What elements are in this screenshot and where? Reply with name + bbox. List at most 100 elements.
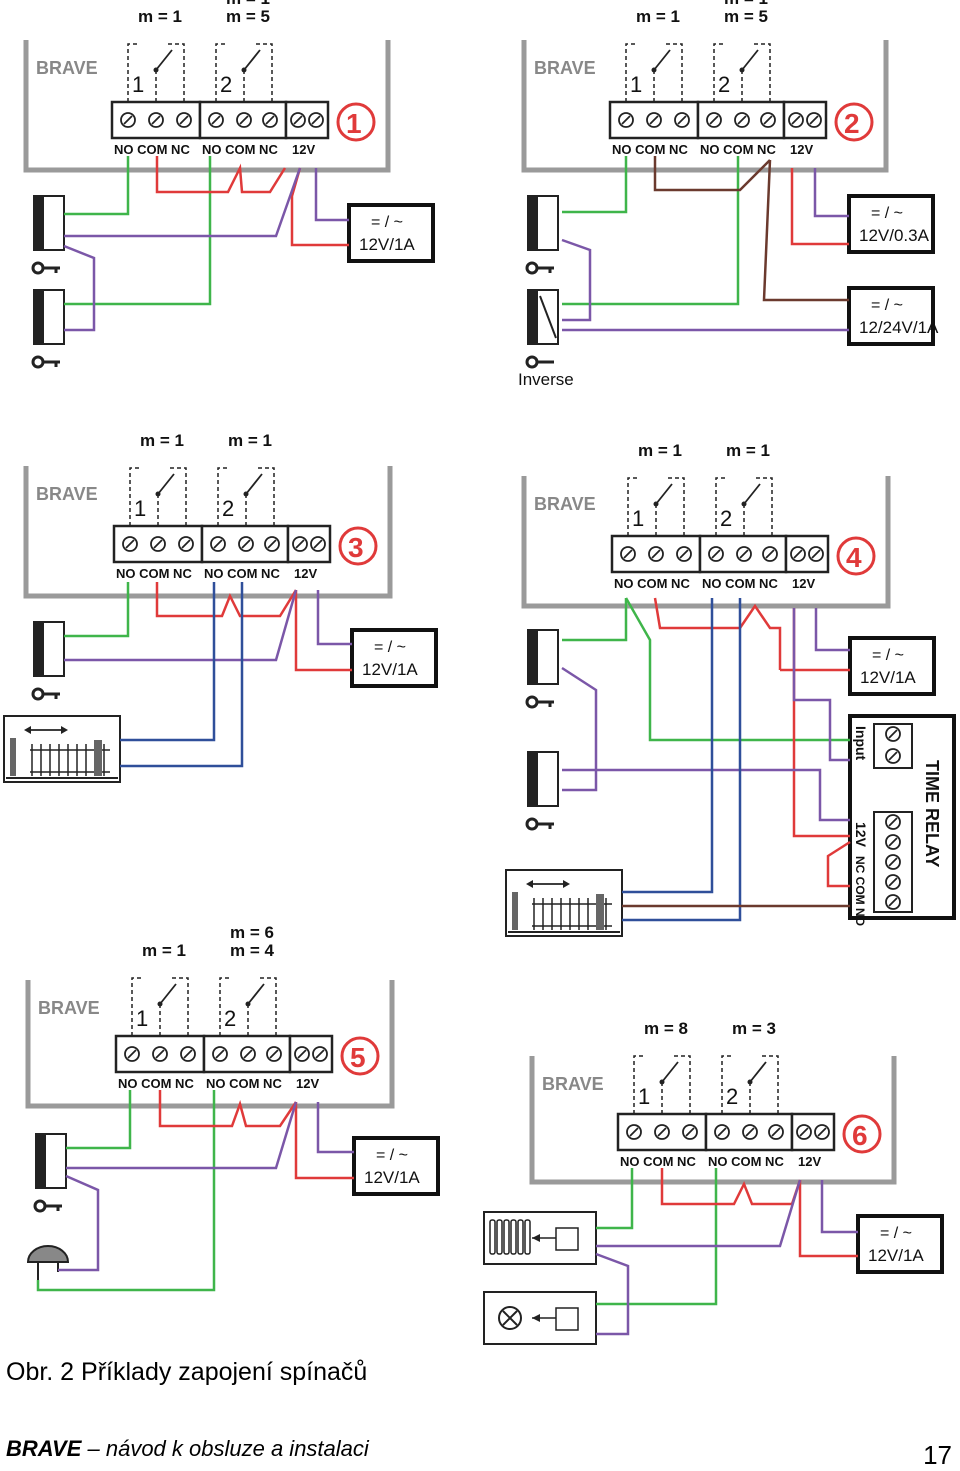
- relay2-mode-label: m = 6: [230, 923, 274, 942]
- wire-purple: [66, 1101, 298, 1170]
- enclosure: [25, 980, 395, 1109]
- doorbell-button: [31, 621, 65, 701]
- brand-label: BRAVE: [38, 998, 100, 1018]
- wire-purple: [562, 768, 850, 822]
- key-icon: [525, 695, 539, 709]
- relay-contact: [661, 1061, 679, 1083]
- relay-contact: [159, 983, 177, 1005]
- inverse-label: Inverse: [518, 370, 574, 389]
- supply-rating-label: 12V/1A: [364, 1168, 420, 1187]
- wire-red: [826, 840, 851, 888]
- relay-contact: [655, 483, 673, 505]
- relay-contact: [157, 473, 175, 495]
- diagram-number: 4: [846, 542, 862, 573]
- relay1-terminal-labels: NO COM NC: [614, 576, 690, 591]
- supply-rating-label: 12V/1A: [868, 1246, 924, 1265]
- doorbell-button-1: [31, 195, 65, 275]
- wire-purple: [63, 244, 96, 332]
- relay2-number: 2: [718, 72, 730, 97]
- wire-green: [66, 1090, 132, 1150]
- relay-contact: [245, 473, 263, 495]
- footer-text: – návod k obsluze a instalaci: [81, 1436, 369, 1461]
- relay2-mode-label: m = 1: [228, 431, 272, 450]
- diagram-number-badge: [834, 102, 874, 142]
- wire-purple: [595, 1252, 630, 1336]
- wire-red: [158, 1090, 298, 1128]
- diagram-number-badge: [336, 102, 376, 142]
- power-supply-12v: = / ~12V/1A: [856, 1214, 944, 1274]
- relay1-number: 1: [132, 72, 144, 97]
- diagram-number-badge: [842, 1114, 882, 1154]
- gate-icon: [505, 869, 623, 937]
- relay2-mode-label: m = 4: [230, 941, 274, 960]
- wire-green: [596, 1168, 718, 1306]
- wire-purple: [58, 1174, 100, 1272]
- page-number: 17: [923, 1440, 952, 1470]
- enclosure: [23, 40, 391, 173]
- wire-blue: [622, 598, 714, 894]
- relay1-number: 1: [134, 496, 146, 521]
- supply-type-label: = / ~: [374, 639, 406, 656]
- supply-rating-label: 12V/1A: [359, 235, 415, 254]
- wiring-diagrams: BRAVE NO COM NC NO COM NC 12V 1 m = 1 2 m = 1 m …: [3, 0, 956, 1345]
- relay-contact: [749, 1061, 767, 1083]
- relay1-mode-label: m = 8: [644, 1019, 688, 1038]
- supply-type-label: = / ~: [371, 214, 403, 231]
- relay2-mode-label: m = 3: [732, 1019, 776, 1038]
- relay1-number: 1: [632, 506, 644, 531]
- relay2-terminal-labels: NO COM NC: [204, 566, 280, 581]
- enclosure: [521, 40, 889, 173]
- diagram-number: 1: [346, 108, 362, 139]
- power-supply-12v-0.3a: = / ~12V/0.3A: [847, 194, 935, 254]
- relay1-number: 1: [638, 1084, 650, 1109]
- relay-contact: [741, 49, 759, 71]
- relay2-terminal-labels: NO COM NC: [708, 1154, 784, 1169]
- power-terminal-label: 12V: [292, 142, 315, 157]
- footer: BRAVE – návod k obsluze a instalaci: [6, 1436, 369, 1462]
- key-icon: [31, 261, 45, 275]
- diagram-number: 3: [348, 532, 364, 563]
- key-icon: [525, 355, 539, 369]
- relay1-mode-label: m = 1: [638, 441, 682, 460]
- power-terminal-label: 12V: [294, 566, 317, 581]
- relay2-number: 2: [720, 506, 732, 531]
- wire-green: [562, 156, 628, 214]
- relay2-number: 2: [222, 496, 234, 521]
- relay2-mode-label: m = 1: [726, 441, 770, 460]
- relay-contact: [247, 983, 265, 1005]
- doorbell-button-2: [31, 289, 65, 369]
- lamp-icon: [483, 1291, 597, 1345]
- doorbell-button: [33, 1133, 67, 1213]
- enclosure: [521, 476, 891, 609]
- time-relay-input-label: Input: [853, 726, 869, 761]
- relay1-mode-label: m = 1: [140, 431, 184, 450]
- brand-label: BRAVE: [36, 58, 98, 78]
- power-terminal-label: 12V: [798, 1154, 821, 1169]
- brand-label: BRAVE: [534, 494, 596, 514]
- doorbell-button-2: [525, 751, 559, 831]
- relay1-terminal-labels: NO COM NC: [118, 1076, 194, 1091]
- wire-green: [562, 598, 628, 642]
- wire-blue: [120, 582, 244, 768]
- heater-icon: [483, 1211, 597, 1265]
- relay1-terminal-labels: NO COM NC: [620, 1154, 696, 1169]
- relay-contact: [743, 483, 761, 505]
- wire-green: [64, 156, 212, 306]
- relay2-number: 2: [224, 1006, 236, 1031]
- diagram-number: 6: [852, 1120, 868, 1151]
- wire-red: [660, 1168, 802, 1206]
- relay-contact: [243, 49, 261, 71]
- wire-purple: [316, 1102, 354, 1154]
- wire-red: [798, 1180, 858, 1258]
- relay2-terminal-labels: NO COM NC: [206, 1076, 282, 1091]
- doorbell-button: [525, 195, 559, 275]
- brand-label: BRAVE: [36, 484, 98, 504]
- relay1-mode-label: m = 1: [142, 941, 186, 960]
- relay2-terminal-labels: NO COM NC: [702, 576, 778, 591]
- enclosure: [529, 1056, 897, 1185]
- supply-rating-label: 12/24V/1A: [859, 318, 939, 337]
- power-supply-12-24v: = / ~12/24V/1A: [847, 286, 939, 346]
